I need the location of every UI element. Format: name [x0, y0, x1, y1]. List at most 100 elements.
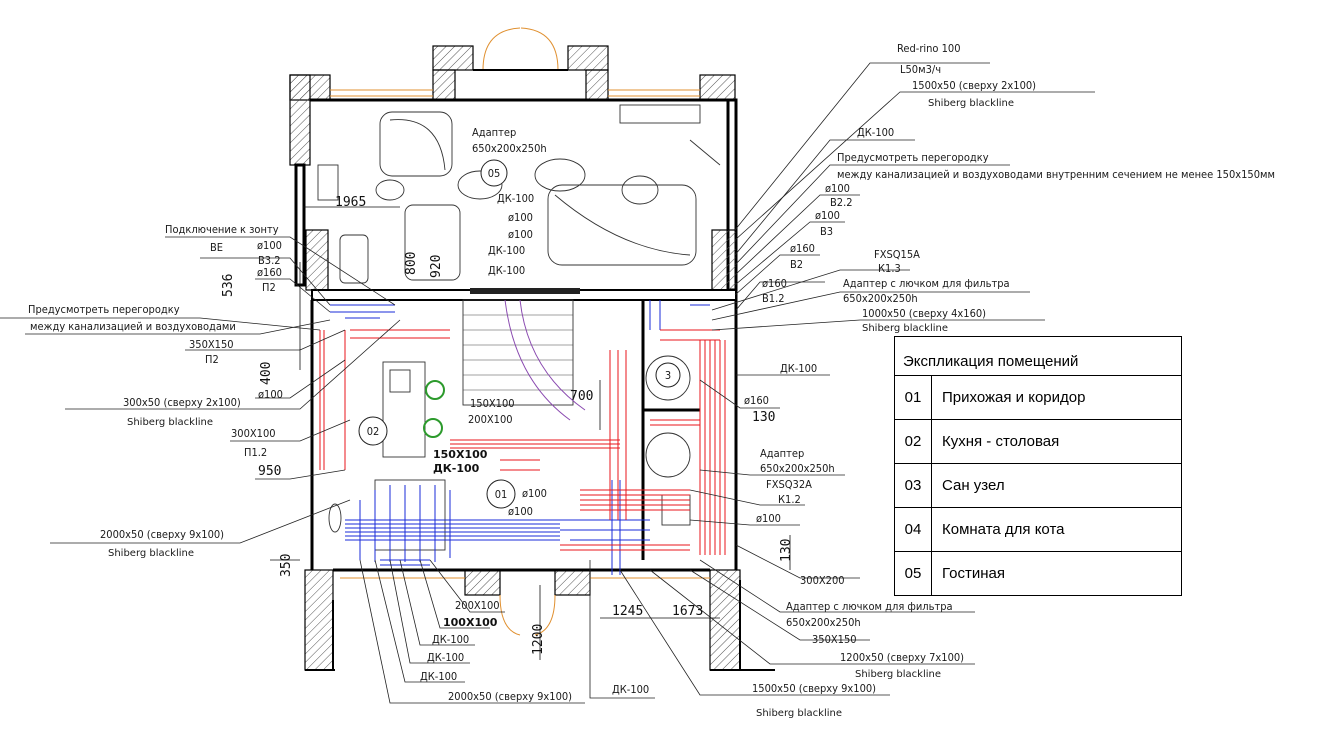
dim-536: 536: [221, 274, 236, 297]
bottom-annotations: 200X100 100X100 ДК-100 ДК-100 ДК-100 200…: [420, 599, 703, 703]
wall-block-top1: [432, 45, 474, 71]
label-shiberg-3: Shiberg blackline: [855, 669, 941, 680]
wall-right-mid: [711, 229, 737, 291]
legend-row: 05 Гостиная: [895, 552, 1181, 595]
label-d100-b3: ø100: [815, 209, 840, 222]
label-130b: 130: [779, 539, 794, 562]
legend-name: Гостиная: [942, 565, 1005, 582]
label-d100-b: ø100: [508, 228, 533, 241]
label-peregorodka-left: Предусмотреть перегородку: [28, 303, 180, 316]
label-150x100: 150X100: [470, 397, 515, 410]
dim-1200: 1200: [531, 624, 546, 655]
dim-350: 350: [279, 554, 294, 577]
legend-row: 04 Комната для кота: [895, 508, 1181, 552]
label-dk100-a: ДК-100: [497, 192, 534, 205]
blue-ducts: [330, 300, 710, 575]
label-2000x50-left: 2000x50 (сверху 9x100): [100, 528, 224, 541]
label-shiberg-left: Shiberg blackline: [127, 417, 213, 428]
label-350x150: 350X150: [189, 338, 234, 351]
label-1000x50: 1000x50 (сверху 4x160): [862, 307, 986, 320]
label-dk-3: ДК-100: [420, 670, 457, 683]
dim-920: 920: [429, 255, 444, 278]
label-podkl: Подключение к зонту: [165, 223, 279, 236]
label-dk-2: ДК-100: [427, 651, 464, 664]
label-dk100-c: ДК-100: [488, 264, 525, 277]
label-1500-bottom: 1500x50 (сверху 9x100): [752, 682, 876, 695]
label-adapter-filter: Адаптер с лючком для фильтра: [843, 277, 1010, 290]
label-adapter-center: Адаптер: [472, 126, 516, 139]
label-b32: В3.2: [258, 254, 281, 267]
label-300x100: 300X100: [231, 427, 276, 440]
room-01-label: 01: [495, 488, 508, 501]
right-annotations: Red-rino 100 L50м3/ч 1500x50 (сверху 2x1…: [744, 42, 1275, 719]
legend-row: 01 Прихожая и коридор: [895, 376, 1181, 420]
label-shiberg-5: Shiberg blackline: [108, 548, 194, 559]
legend-num: 03: [895, 464, 932, 507]
label-p12: П1.2: [244, 446, 267, 459]
label-200x100-bottom: 200X100: [455, 599, 500, 612]
dim-1673: 1673: [672, 604, 703, 619]
dimension-lines: [270, 206, 791, 660]
label-350x150-b: 350X150: [812, 633, 857, 646]
legend-num: 02: [895, 420, 932, 463]
label-d100-left: ø100: [258, 388, 283, 401]
legend-row: 03 Сан узел: [895, 464, 1181, 508]
label-d160-130: ø160: [744, 394, 769, 407]
label-k12: К1.2: [778, 493, 801, 506]
dim-400: 400: [259, 362, 274, 385]
legend-name: Комната для кота: [942, 521, 1065, 538]
label-shiberg-1: Shiberg blackline: [928, 98, 1014, 109]
label-adapter-filter-2: Адаптер с лючком для фильтра: [786, 600, 953, 613]
label-100x100: 100X100: [443, 616, 498, 629]
label-d100-c: ø100: [522, 487, 547, 500]
bottom-leaders: [359, 559, 655, 704]
label-650-1: 650x200x250h: [843, 292, 918, 305]
label-b12: В1.2: [762, 292, 785, 305]
room-03-label: 3: [665, 369, 671, 382]
wall-block-b2: [554, 569, 591, 596]
room-05-label: 05: [488, 167, 501, 180]
label-peregorodka-right-2: между канализацией и воздуховодами внутр…: [837, 168, 1275, 181]
dim-800: 800: [404, 252, 419, 275]
label-1500-top: 1500x50 (сверху 2x100): [912, 79, 1036, 92]
label-p2: П2: [262, 281, 276, 294]
label-peregorodka-left-2: между канализацией и воздуховодами: [30, 320, 236, 333]
label-fxsq15a: FXSQ15A: [874, 248, 920, 261]
label-d160-p2: ø160: [257, 266, 282, 279]
label-dk-4: ДК-100: [612, 683, 649, 696]
dim-1245: 1245: [612, 604, 643, 619]
label-650-3: 650x200x250h: [786, 616, 861, 629]
label-peregorodka-right: Предусмотреть перегородку: [837, 151, 989, 164]
label-k13: К1.3: [878, 262, 901, 275]
wall-block-br: [709, 569, 741, 671]
legend-num: 01: [895, 376, 932, 419]
wall-block-bl: [304, 569, 334, 671]
wall-block-top3: [567, 45, 609, 71]
label-d100-b32: ø100: [257, 239, 282, 252]
label-p2b: П2: [205, 353, 219, 366]
label-l50: L50м3/ч: [900, 63, 941, 76]
wall-block-top4: [585, 69, 609, 101]
room-legend-table: Экспликация помещений 01 Прихожая и кори…: [894, 336, 1182, 596]
legend-num: 05: [895, 552, 932, 595]
wall-left-upper: [289, 74, 311, 166]
dim-950: 950: [258, 464, 281, 479]
label-shiberg-4: Shiberg blackline: [756, 708, 842, 719]
center-annotations: Адаптер 650x200x250h ДК-100 ø100 ø100 ДК…: [335, 126, 593, 518]
left-annotations: Подключение к зонту ВЕ ø100 В3.2 ø160 П2…: [28, 223, 294, 577]
wall-block-b1: [464, 569, 501, 596]
label-d160-b12: ø160: [762, 277, 787, 290]
label-300x50: 300x50 (сверху 2x100): [123, 396, 241, 409]
label-dk100-d: ДК-100: [433, 462, 480, 475]
dim-1965: 1965: [335, 195, 366, 210]
label-dk-1: ДК-100: [432, 633, 469, 646]
red-ducts: [319, 329, 726, 555]
legend-title: Экспликация помещений: [895, 337, 1181, 376]
room-markers: 05 02 01 3: [358, 159, 681, 509]
label-650-center: 650x200x250h: [472, 142, 547, 155]
label-2000x50-bottom: 2000x50 (сверху 9x100): [448, 690, 572, 703]
label-d100-a: ø100: [508, 211, 533, 224]
dim-700: 700: [570, 389, 593, 404]
legend-name: Кухня - столовая: [942, 433, 1060, 450]
